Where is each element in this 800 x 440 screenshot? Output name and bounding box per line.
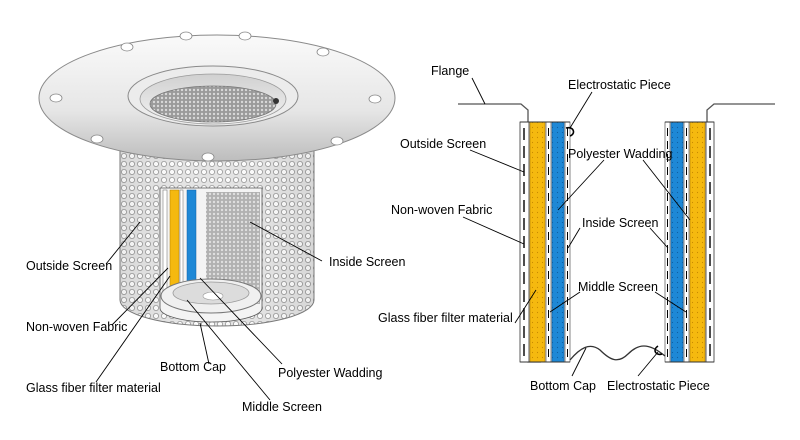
label-outside-screen-right: Outside Screen [400, 137, 486, 151]
right-glass-fiber [689, 121, 706, 363]
label-non-woven-fabric-right: Non-woven Fabric [391, 203, 492, 217]
label-bottom-cap: Bottom Cap [160, 360, 226, 374]
left-polyester [551, 121, 565, 363]
label-electrostatic-bottom: Electrostatic Piece [607, 379, 710, 393]
flange-electrostatic-dot [273, 98, 279, 104]
bottom-cap-profile [569, 345, 666, 361]
flange-right [706, 103, 775, 362]
glass-fiber-layer [169, 189, 180, 297]
label-middle-screen: Middle Screen [242, 400, 322, 414]
flange-bolt-holes [49, 31, 382, 162]
label-polyester-wadding: Polyester Wadding [278, 366, 382, 380]
left-wall [519, 121, 571, 363]
label-polyester-wadding-right: Polyester Wadding [568, 147, 672, 161]
left-glass-fiber [529, 121, 546, 363]
label-glass-fiber-right: Glass fiber filter material [378, 311, 513, 325]
filter-cross-section: Flange Electrostatic Piece Outside Scree… [378, 64, 775, 393]
flange-inner-mesh [149, 85, 277, 123]
label-middle-screen-right: Middle Screen [578, 280, 658, 294]
label-outside-screen: Outside Screen [26, 259, 112, 273]
flange-plate [38, 31, 396, 162]
right-polyester [670, 121, 684, 363]
electrostatic-piece-top [565, 126, 575, 137]
label-non-woven-fabric: Non-woven Fabric [26, 320, 127, 334]
filter-3d-illustration: Outside Screen Non-woven Fabric Bottom C… [26, 31, 405, 414]
label-inside-screen-right: Inside Screen [582, 216, 658, 230]
middle-screen-layer [179, 189, 184, 295]
right-leader-lines [462, 77, 691, 377]
label-inside-screen: Inside Screen [329, 255, 405, 269]
polyester-layer [186, 189, 197, 295]
electrostatic-piece-bottom [654, 345, 663, 356]
label-electrostatic-top: Electrostatic Piece [568, 78, 671, 92]
label-bottom-cap-right: Bottom Cap [530, 379, 596, 393]
right-wall [664, 121, 715, 363]
left-leader-lines [95, 221, 323, 401]
label-glass-fiber: Glass fiber filter material [26, 381, 161, 395]
cutaway-window [159, 187, 263, 323]
label-flange: Flange [431, 64, 469, 78]
